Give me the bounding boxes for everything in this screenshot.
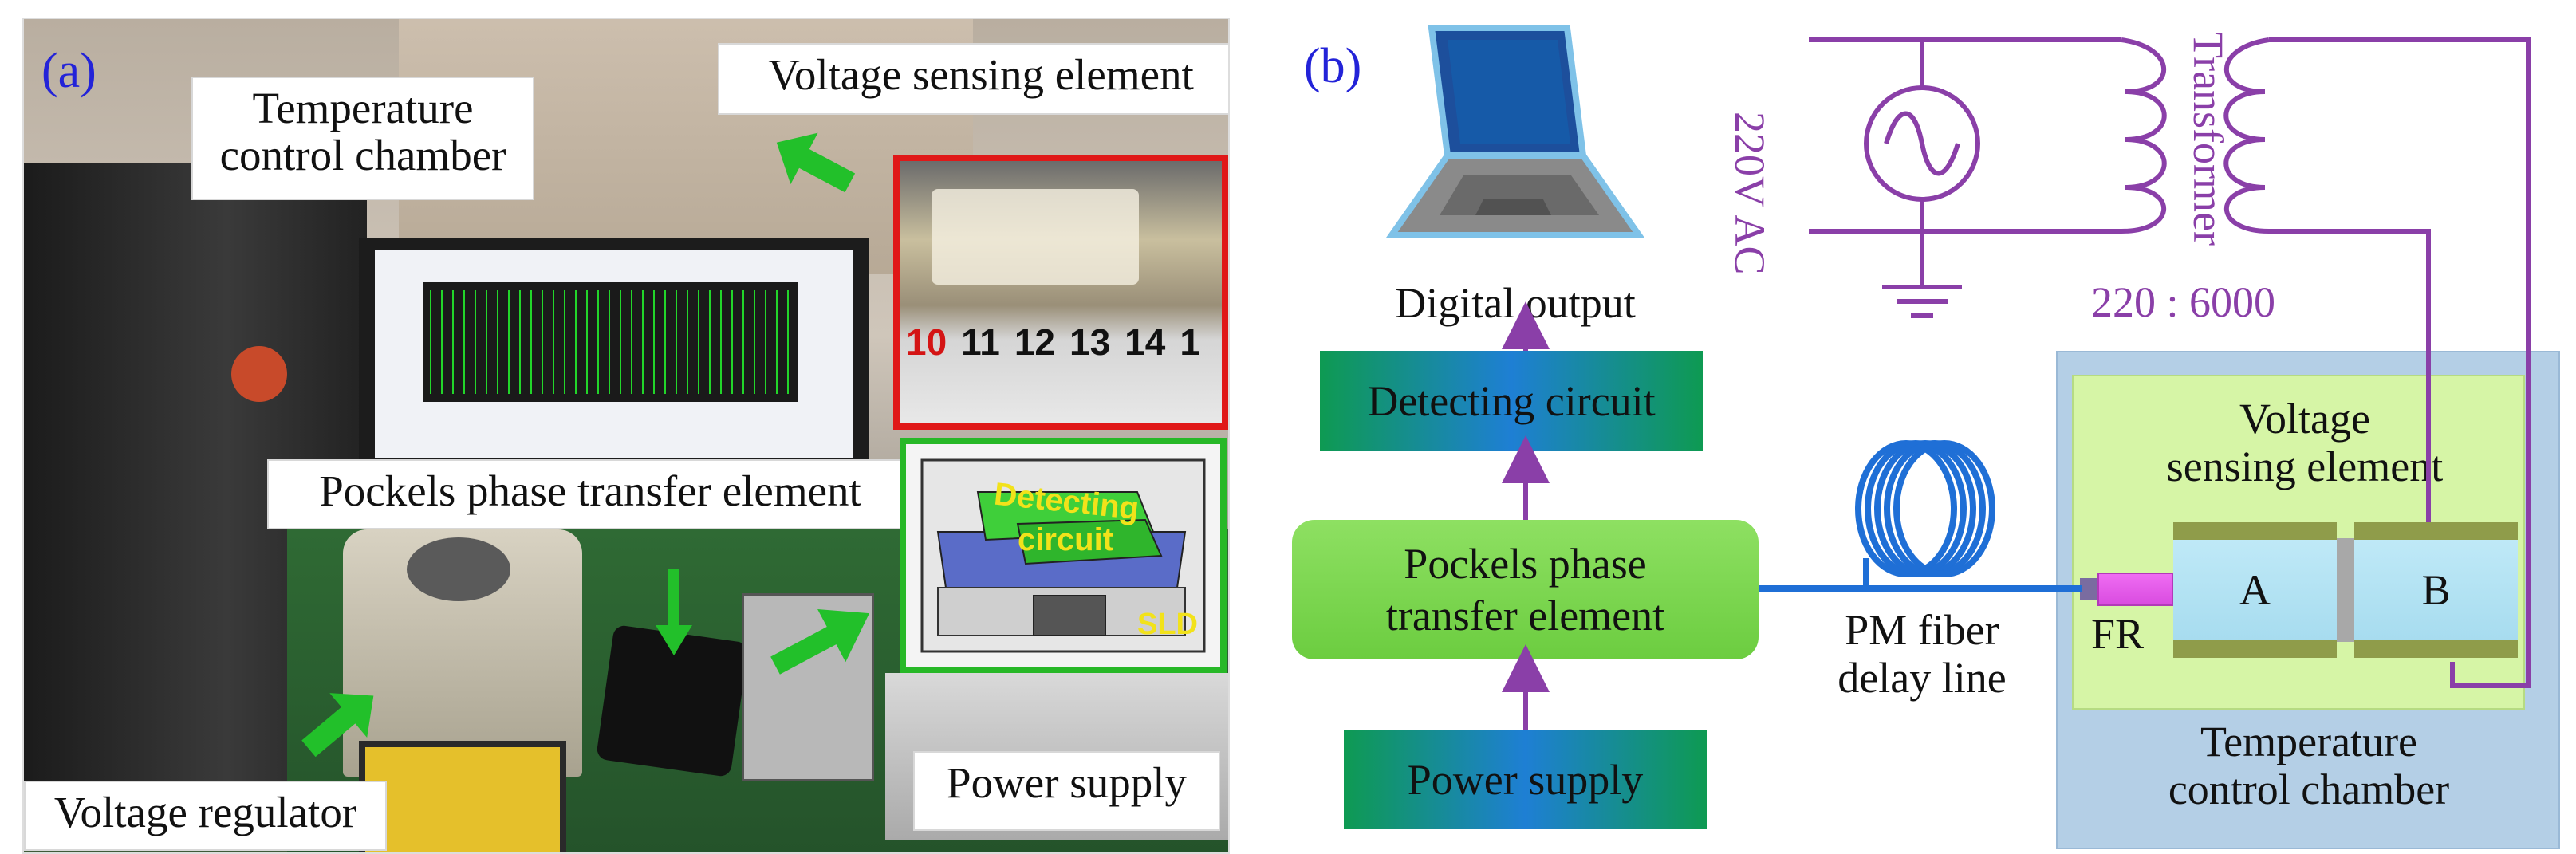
transformer-label: Transformer [2184, 32, 2232, 246]
detecting-circuit-box: Detecting circuit [1320, 351, 1703, 451]
inset-3d-model: Detecting circuit SLD [900, 438, 1227, 673]
crystal-a-label: A [2239, 566, 2271, 614]
label-temperature-chamber: Temperature control chamber [191, 77, 534, 200]
inset-ruler-photo: 10 11 12 13 14 1 [893, 155, 1228, 430]
label-voltage-sensing: Voltage sensing element [718, 43, 1228, 115]
voltage-sensing-line2: sensing element [2166, 443, 2444, 491]
switch-box [742, 593, 874, 781]
pockels-label-line1: Pockels phase [1404, 539, 1647, 588]
fiber-coil [1855, 440, 1995, 588]
tower-sticker [231, 346, 287, 402]
pockels-label: Pockels phase transfer element [1386, 538, 1664, 642]
label-voltage-sensing-text: Voltage sensing element [768, 50, 1194, 99]
label-power-supply: Power supply [913, 751, 1220, 831]
model-label-sld: SLD [1137, 608, 1198, 641]
faraday-rotator [2097, 573, 2173, 606]
label-voltage-regulator: Voltage regulator [24, 781, 387, 851]
model-label-circuit: circuit [1018, 522, 1114, 557]
ruler-num-11: 11 [961, 321, 1000, 363]
regulator-knob [407, 537, 510, 601]
photo-panel-a: (a) Temperature control chamber Voltage … [22, 18, 1230, 854]
label-power-supply-text: Power supply [947, 758, 1187, 807]
pm-fiber-label: PM fiber delay line [1794, 606, 2050, 702]
fr-label: FR [2090, 610, 2145, 658]
crystal-spacer [2337, 538, 2354, 642]
laptop-icon [1385, 25, 1645, 238]
crystal-b-label: B [2421, 566, 2451, 614]
panel-b-letter: (b) [1304, 39, 1362, 93]
inset-sensor-crystal [932, 189, 1139, 285]
pm-fiber-line1: PM fiber [1845, 606, 1999, 654]
ruler-num-10: 10 [906, 321, 947, 363]
pockels-label-line2: transfer element [1385, 591, 1665, 640]
inset-ruler-numbers: 10 11 12 13 14 1 [906, 321, 1222, 364]
fr-connector [2080, 578, 2097, 600]
arrow-to-regulator [301, 693, 374, 757]
chamber-line2: control chamber [2168, 765, 2450, 814]
ruler-num-12: 12 [1014, 321, 1055, 363]
label-pockels-text: Pockels phase transfer element [319, 466, 861, 515]
arrow-to-pockels [656, 569, 692, 655]
voltage-sensing-line1: Voltage [2239, 395, 2370, 443]
ruler-num-13: 13 [1069, 321, 1111, 363]
label-pockels: Pockels phase transfer element [267, 459, 913, 529]
ruler-num-15: 1 [1180, 321, 1200, 363]
crystal-b: B [2354, 522, 2518, 658]
chamber-label: Temperature control chamber [2058, 718, 2560, 814]
pockels-box: Pockels phase transfer element [1292, 520, 1759, 659]
power-supply-box: Power supply [1344, 730, 1707, 829]
arrow-to-model [770, 608, 870, 675]
ac-source-label: 220V AC [1726, 112, 1774, 275]
label-temperature-chamber-text: Temperature control chamber [219, 84, 506, 180]
pm-fiber-line2: delay line [1837, 654, 2007, 702]
voltage-sensing-label: Voltage sensing element [2074, 395, 2536, 491]
power-supply-label: Power supply [1407, 755, 1644, 804]
monitor-waveform [423, 282, 798, 402]
crystal-a: A [2173, 522, 2337, 658]
detecting-circuit-label: Detecting circuit [1367, 376, 1656, 425]
chamber-line1: Temperature [2200, 718, 2418, 765]
ruler-num-14: 14 [1125, 321, 1166, 363]
ac-wiring [1809, 37, 2531, 688]
arrow-to-sensing [776, 132, 856, 193]
label-voltage-regulator-text: Voltage regulator [53, 788, 357, 836]
panel-a-letter: (a) [41, 44, 97, 98]
model-drawing [920, 458, 1206, 653]
transformer-ratio-label: 220 : 6000 [2091, 278, 2276, 326]
